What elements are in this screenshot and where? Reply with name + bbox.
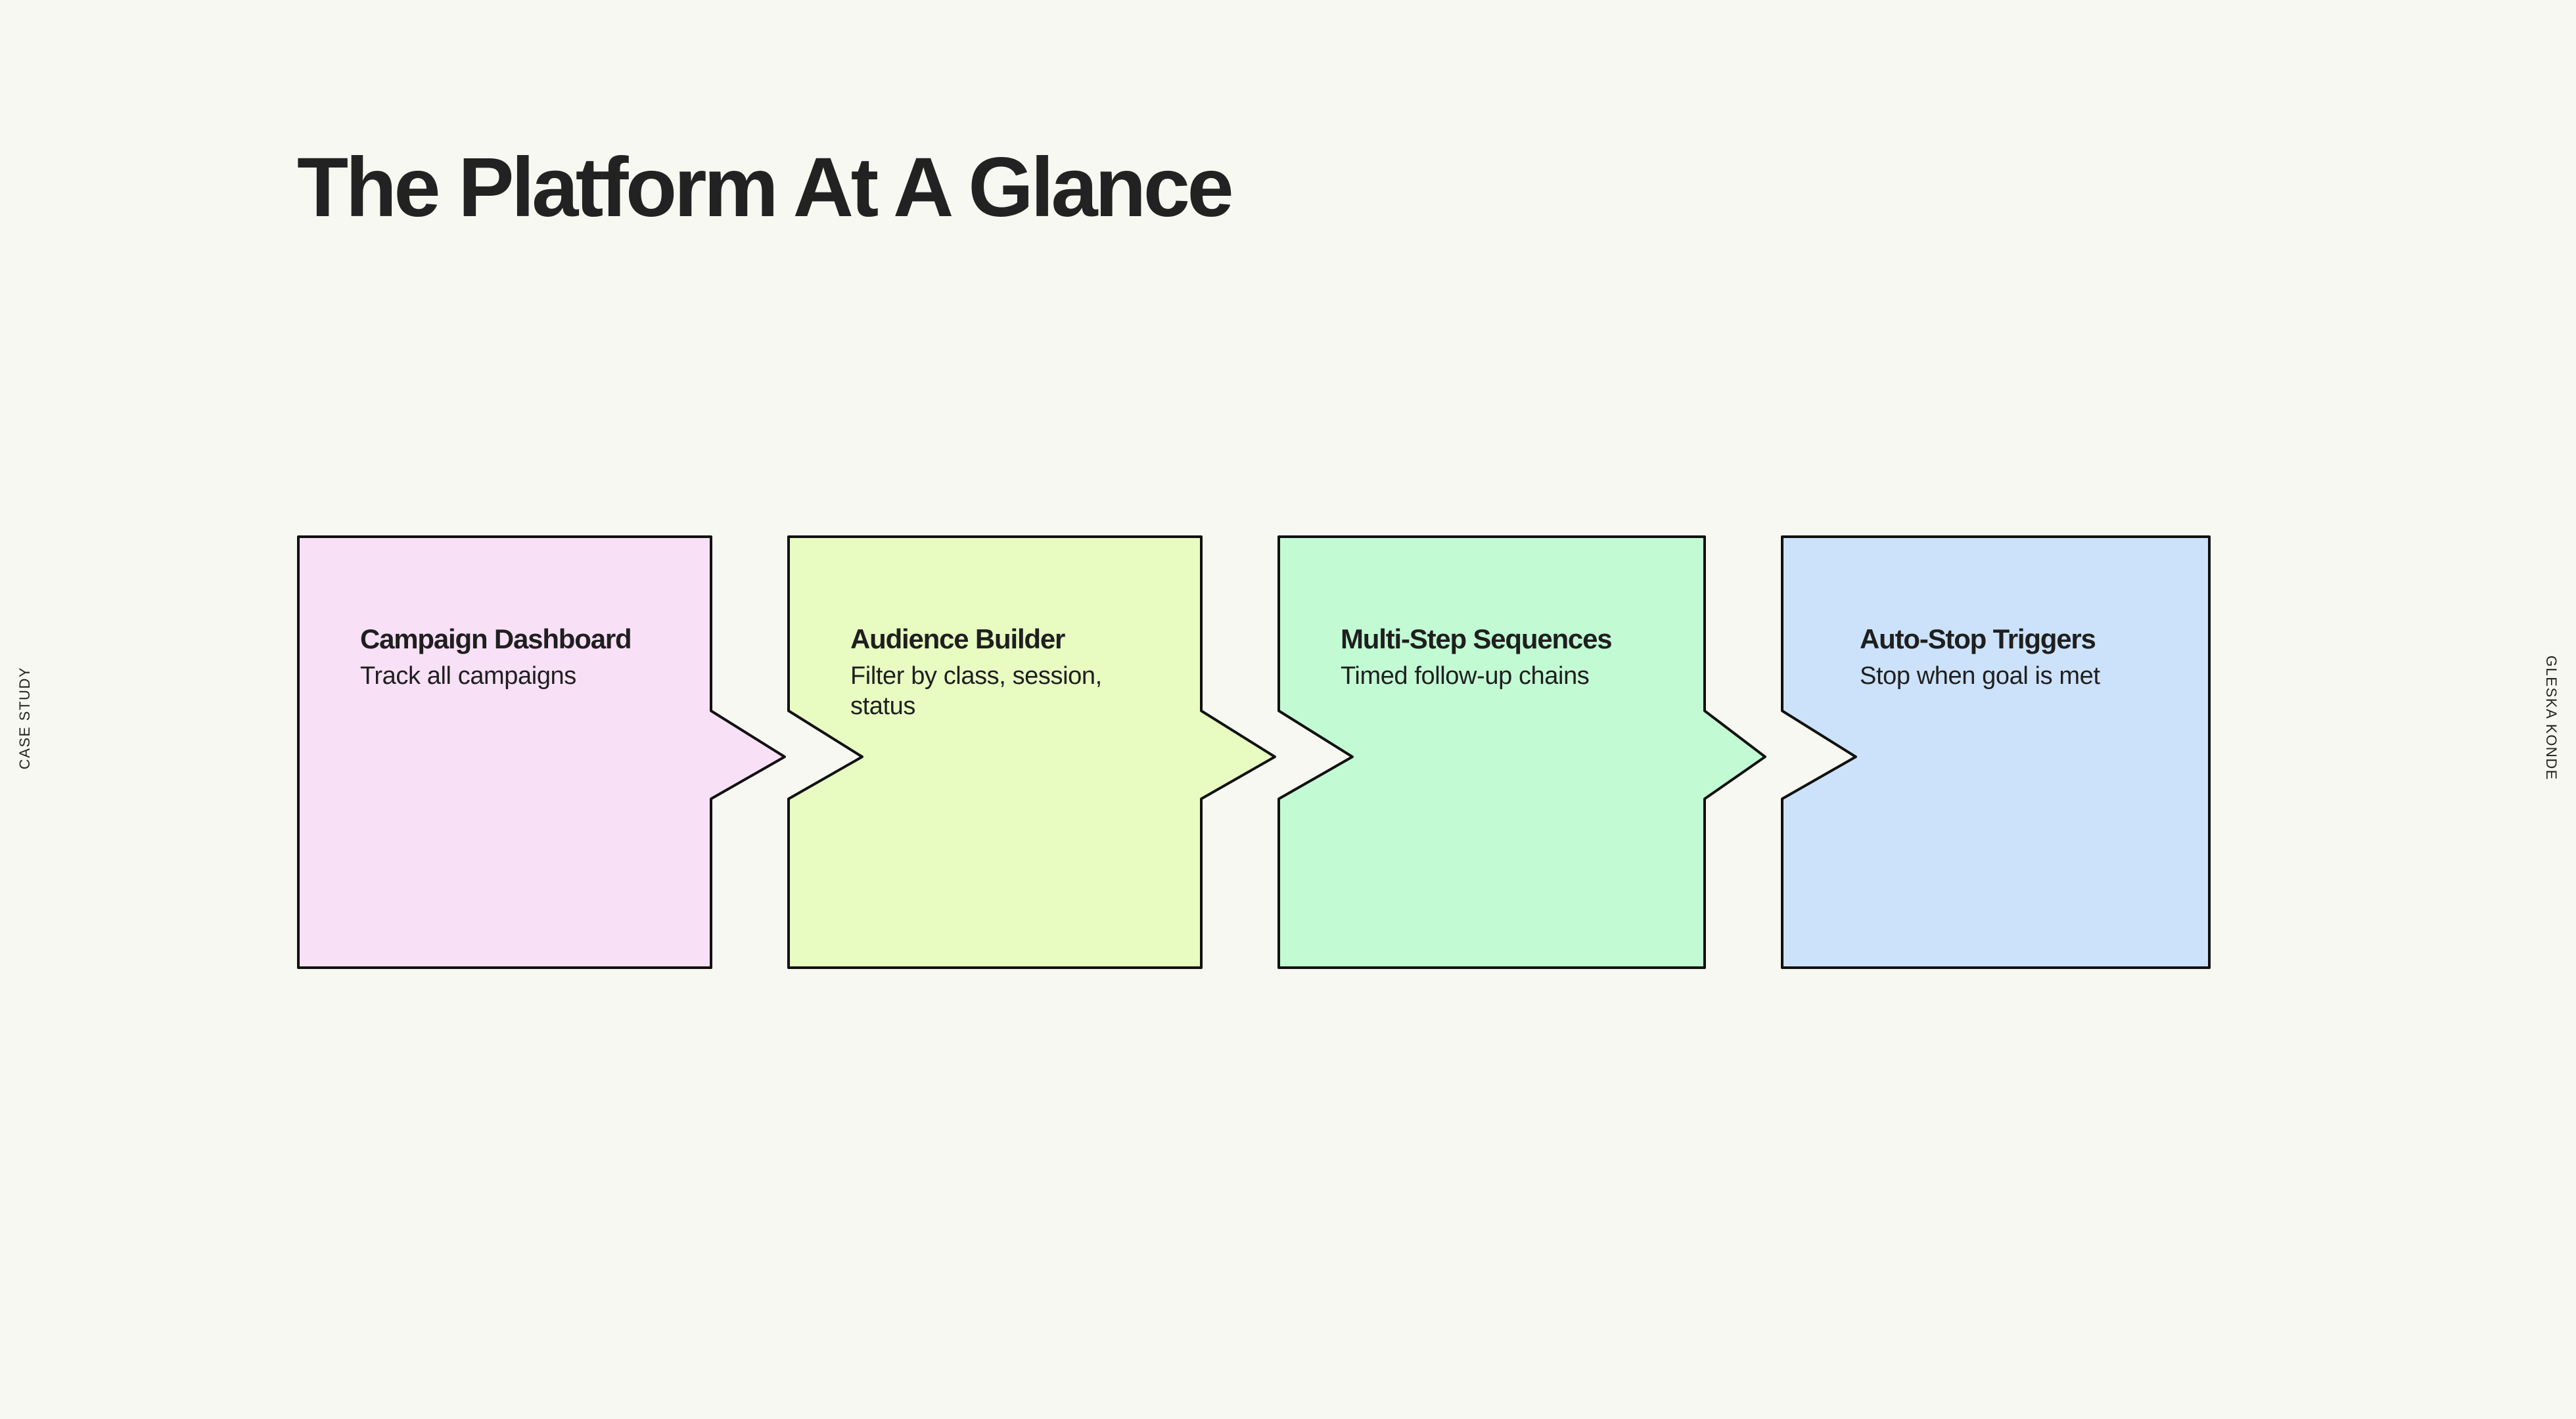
card-title: Multi-Step Sequences bbox=[1341, 623, 1613, 654]
card-description: Timed follow-up chains bbox=[1341, 662, 1590, 690]
card-description: Stop when goal is met bbox=[1860, 662, 2100, 690]
card-text-block: Multi-Step Sequences Timed follow-up cha… bbox=[1341, 623, 1649, 691]
card-text-block: Audience Builder Filter by class, sessio… bbox=[850, 623, 1159, 721]
page-title: The Platform At A Glance bbox=[297, 141, 1234, 235]
flow-step-card[interactable]: Multi-Step Sequences Timed follow-up cha… bbox=[1277, 535, 1766, 969]
card-text-block: Auto-Stop Triggers Stop when goal is met bbox=[1860, 623, 2169, 691]
card-description: Track all campaigns bbox=[360, 662, 576, 690]
card-shape-arrow bbox=[297, 535, 786, 969]
card-text-block: Campaign Dashboard Track all campaigns bbox=[360, 623, 669, 691]
card-shape-arrow-notched bbox=[787, 535, 1276, 969]
flow-step-card[interactable]: Campaign Dashboard Track all campaigns bbox=[297, 535, 786, 969]
flow-step-card[interactable]: Audience Builder Filter by class, sessio… bbox=[787, 535, 1276, 969]
card-title: Auto-Stop Triggers bbox=[1860, 623, 2096, 654]
card-description: Filter by class, session, status bbox=[850, 662, 1102, 721]
process-flow-diagram: Campaign Dashboard Track all campaigns A… bbox=[0, 535, 2576, 969]
card-title: Audience Builder bbox=[850, 623, 1065, 654]
card-shape-notched bbox=[1781, 535, 2211, 969]
card-shape-arrow-notched bbox=[1277, 535, 1766, 969]
flow-step-card[interactable]: Auto-Stop Triggers Stop when goal is met bbox=[1781, 535, 2270, 969]
card-title: Campaign Dashboard bbox=[360, 623, 632, 654]
